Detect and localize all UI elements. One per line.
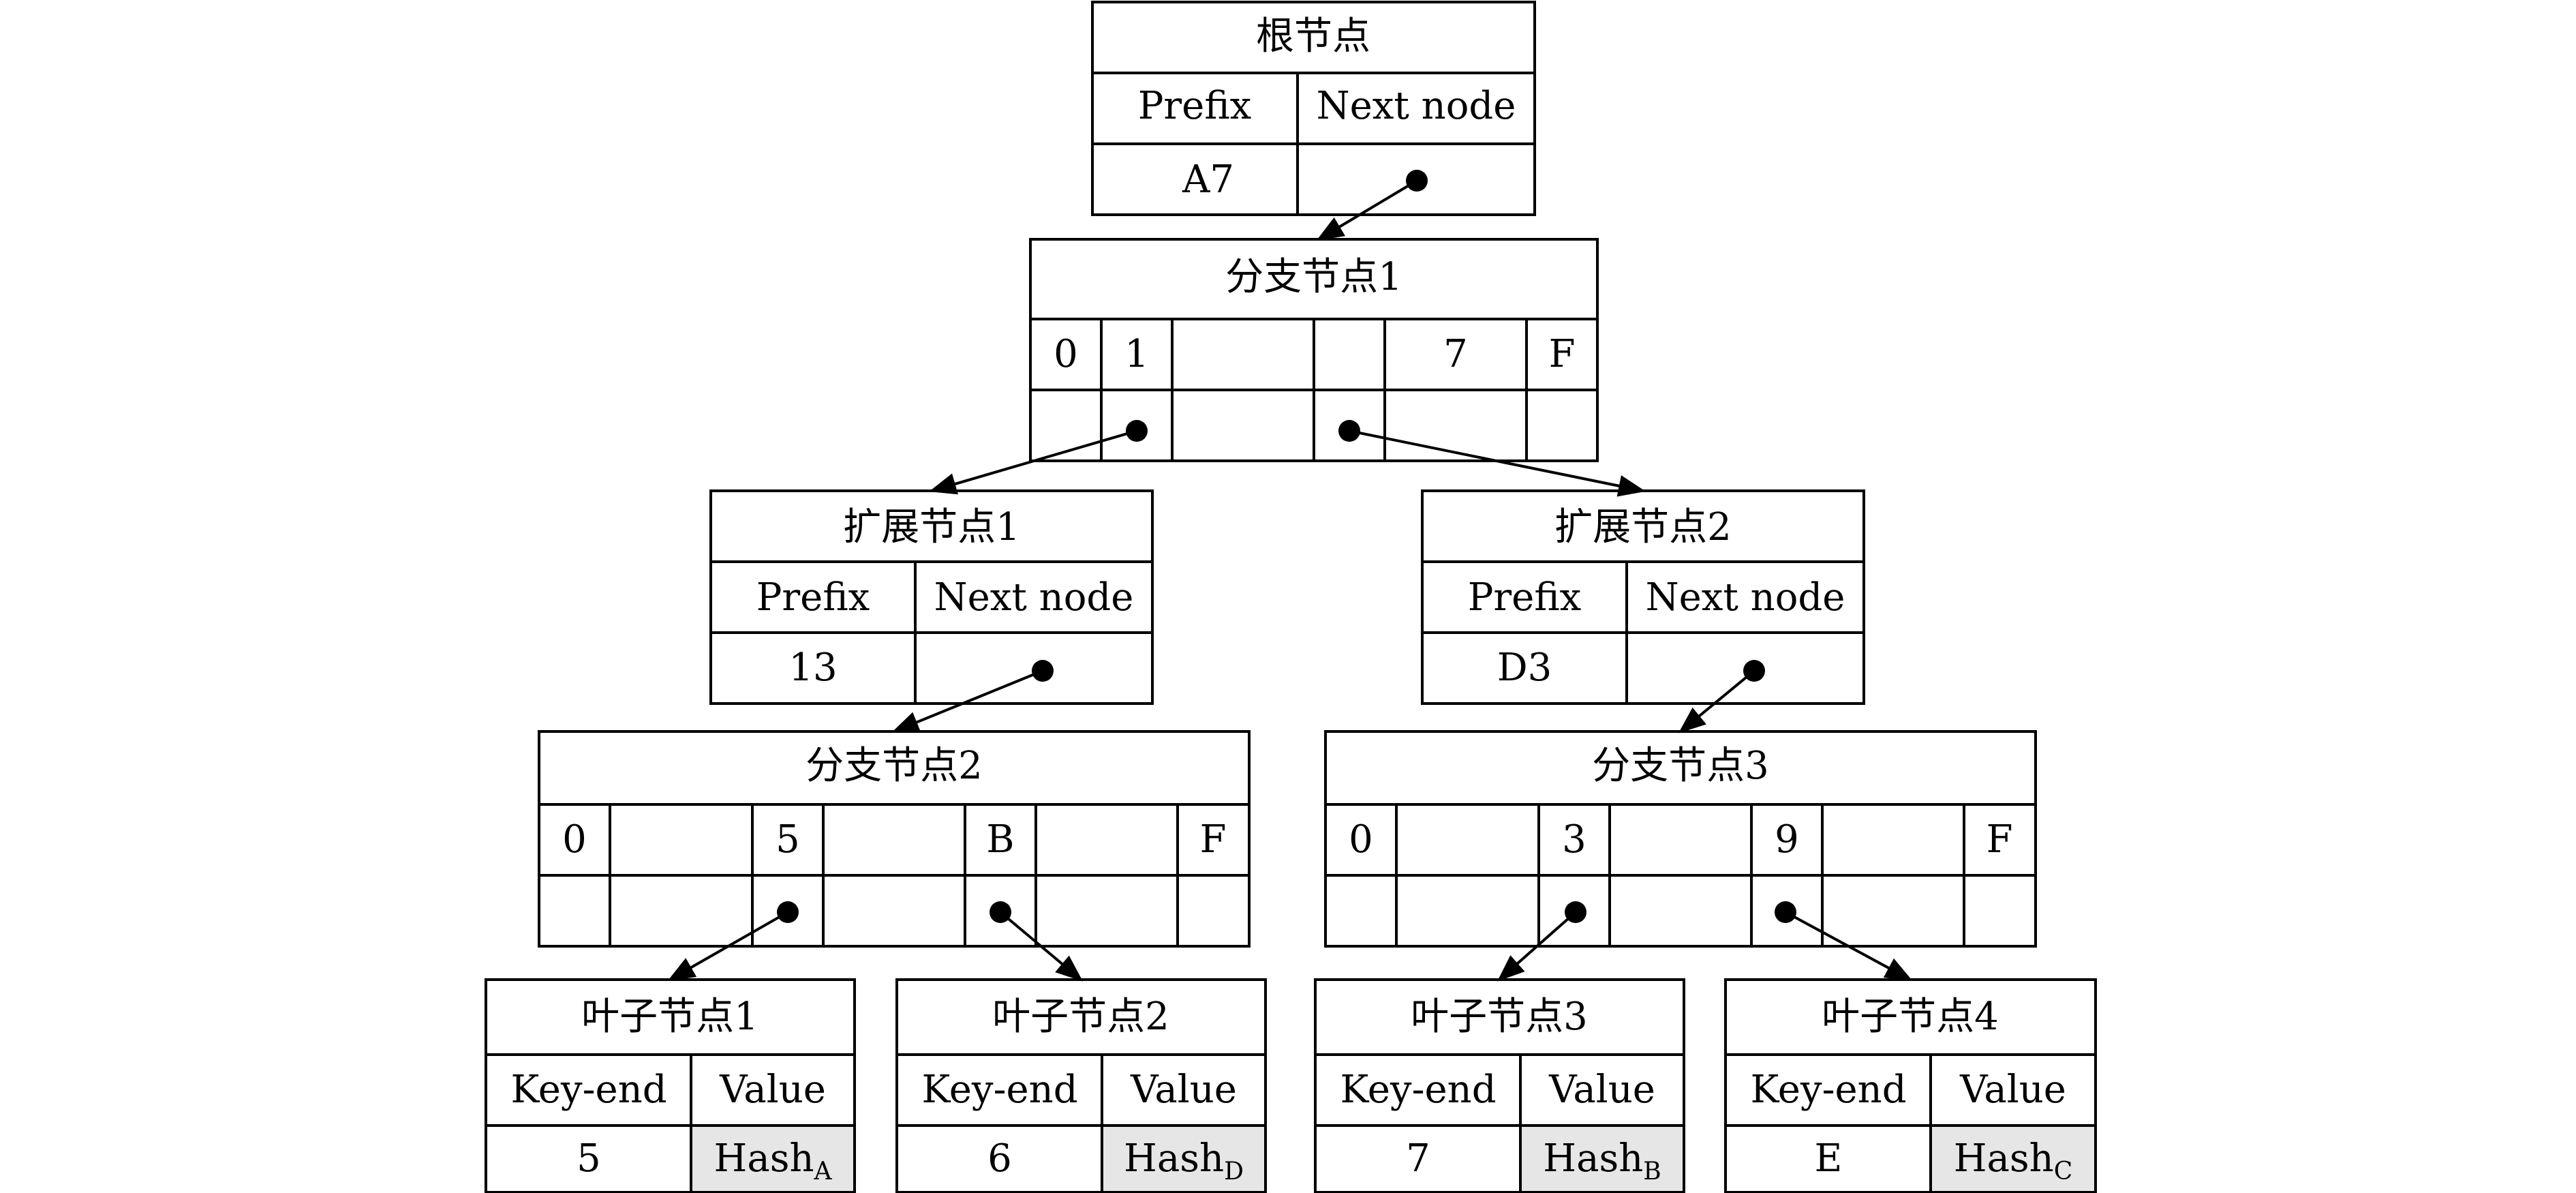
branch-1-slot-1: 1 <box>1124 332 1149 376</box>
branch-2-slot-0: 0 <box>562 817 587 862</box>
arrow-ext-1-to-branch-2 <box>891 669 1043 733</box>
branch-node-2: 分支节点2 0 5 B F <box>538 730 1251 948</box>
branch-node-1: 分支节点1 0 1 7 F <box>1029 238 1599 462</box>
root-node: 根节点 Prefix Next node A7 <box>1091 1 1536 216</box>
branch-3-slot-f: F <box>1987 817 2013 862</box>
arrow-branch-1-to-ext-1 <box>929 429 1137 495</box>
arrow-branch-1-to-ext-2 <box>1349 429 1646 497</box>
leaf-3-hash: HashB <box>1543 1136 1661 1186</box>
leaf-node-2: 叶子节点2 Key-end Value 6 HashD <box>895 978 1267 1193</box>
leaf-1-key-header: Key-end <box>510 1068 666 1112</box>
branch-node-2-title: 分支节点2 <box>806 744 983 788</box>
root-next-node-header: Next node <box>1317 84 1516 128</box>
leaf-node-4: 叶子节点4 Key-end Value E HashC <box>1724 978 2097 1193</box>
branch-1-slot-0: 0 <box>1054 332 1078 376</box>
leaf-1-hash: HashA <box>714 1136 832 1186</box>
ext-1-prefix-value: 13 <box>788 646 837 690</box>
ext-2-prefix-header: Prefix <box>1468 575 1582 620</box>
extension-node-1-title: 扩展节点1 <box>843 505 1020 549</box>
ext-2-next-node-header: Next node <box>1646 575 1845 620</box>
leaf-node-3: 叶子节点3 Key-end Value 7 HashB <box>1314 978 1685 1193</box>
arrow-branch-2-to-leaf-2 <box>999 911 1084 982</box>
leaf-2-key-header: Key-end <box>921 1068 1077 1112</box>
extension-node-2-title: 扩展节点2 <box>1554 505 1732 549</box>
branch-node-3-title: 分支节点3 <box>1592 744 1769 788</box>
root-prefix-value: A7 <box>1182 157 1234 202</box>
leaf-3-key-header: Key-end <box>1340 1068 1496 1112</box>
arrow-branch-3-to-leaf-3 <box>1497 911 1577 982</box>
leaf-2-hash: HashD <box>1124 1136 1244 1186</box>
branch-2-slot-5: 5 <box>776 817 800 862</box>
leaf-4-key-value: E <box>1815 1136 1843 1181</box>
ext-2-prefix-value: D3 <box>1497 646 1552 690</box>
extension-node-2: 扩展节点2 Prefix Next node D3 <box>1421 489 1865 705</box>
branch-node-1-title: 分支节点1 <box>1225 255 1402 299</box>
arrow-root-to-branch-1 <box>1316 179 1418 241</box>
branch-1-slot-7: 7 <box>1443 332 1468 376</box>
extension-node-1: 扩展节点1 Prefix Next node 13 <box>709 489 1154 705</box>
leaf-node-4-title: 叶子节点4 <box>1822 995 1999 1039</box>
branch-3-slot-0: 0 <box>1349 817 1373 862</box>
arrow-ext-2-to-branch-3 <box>1678 669 1755 734</box>
leaf-node-3-title: 叶子节点3 <box>1411 995 1588 1039</box>
leaf-1-value-header: Value <box>719 1068 826 1112</box>
leaf-2-value-header: Value <box>1130 1068 1237 1112</box>
leaf-node-2-title: 叶子节点2 <box>992 995 1169 1039</box>
branch-1-slot-f: F <box>1549 332 1576 376</box>
leaf-4-key-header: Key-end <box>1750 1068 1906 1112</box>
root-prefix-header: Prefix <box>1138 84 1252 128</box>
leaf-4-value-header: Value <box>1959 1068 2066 1112</box>
ext-1-next-node-header: Next node <box>934 575 1134 620</box>
leaf-node-1: 叶子节点1 Key-end Value 5 HashA <box>485 978 856 1193</box>
leaf-3-key-value: 7 <box>1406 1136 1430 1181</box>
ext-1-prefix-header: Prefix <box>756 575 870 620</box>
root-node-title: 根节点 <box>1256 14 1370 59</box>
leaf-4-hash: HashC <box>1954 1136 2073 1186</box>
branch-3-slot-9: 9 <box>1775 817 1799 862</box>
branch-node-3: 分支节点3 0 3 9 F <box>1324 730 2037 948</box>
branch-2-slot-b: B <box>986 817 1014 862</box>
leaf-3-value-header: Value <box>1548 1068 1655 1112</box>
leaf-2-key-value: 6 <box>987 1136 1012 1181</box>
leaf-1-key-value: 5 <box>577 1136 601 1181</box>
pointer-arrows <box>667 179 1913 982</box>
arrow-branch-2-to-leaf-1 <box>667 911 788 981</box>
leaf-node-1-title: 叶子节点1 <box>581 995 758 1039</box>
arrow-branch-3-to-leaf-4 <box>1785 911 1913 981</box>
branch-3-slot-3: 3 <box>1562 817 1586 862</box>
branch-2-slot-f: F <box>1200 817 1227 862</box>
